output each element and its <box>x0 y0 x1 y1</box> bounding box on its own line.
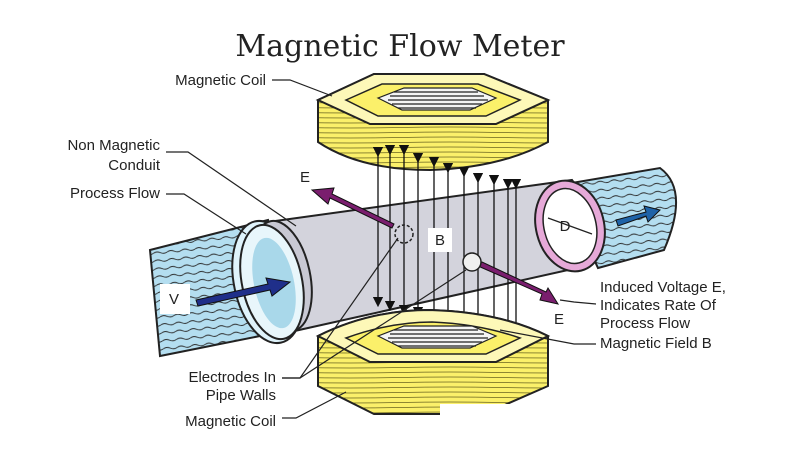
pipe-diameter-ring: D <box>534 179 606 273</box>
process-flow-label: Process Flow <box>70 185 160 202</box>
coil-top-label: Magnetic Coil <box>175 72 266 89</box>
top-magnetic-coil <box>315 73 551 172</box>
e-label-bottom: E <box>554 311 564 328</box>
electrode-lower <box>462 252 482 272</box>
induced-voltage-line3: Process Flow <box>600 315 690 332</box>
electrodes-label-line2: Pipe Walls <box>206 387 276 404</box>
coil-bottom-label: Magnetic Coil <box>185 413 276 430</box>
induced-voltage-arrow-lower <box>477 261 560 305</box>
electrodes-label-line1: Electrodes In <box>188 369 276 386</box>
bottom-magnetic-coil <box>315 308 551 415</box>
diagram-title: Magnetic Flow Meter <box>235 29 565 64</box>
diameter-label: D <box>560 218 571 235</box>
conduit-label-line1: Non Magnetic <box>67 137 160 154</box>
induced-voltage-line2: Indicates Rate Of <box>600 297 717 314</box>
flow-arrow-right <box>615 205 661 227</box>
diameter-line <box>547 217 593 235</box>
conduit-label-line2: Conduit <box>108 157 161 174</box>
leader-lines <box>166 79 597 419</box>
induced-voltage-line1: Induced Voltage E, <box>600 279 726 296</box>
top-coil-core <box>376 87 498 111</box>
bottom-coil-core <box>376 325 498 349</box>
velocity-label: V <box>169 291 179 308</box>
induced-voltage-arrow-upper <box>310 187 395 229</box>
flow-arrow-left <box>195 277 292 307</box>
field-b-label: B <box>435 232 445 249</box>
bottom-mask <box>440 404 570 450</box>
magnetic-field-label: Magnetic Field B <box>600 335 712 352</box>
velocity-label-box <box>160 284 190 314</box>
electrode-upper <box>394 224 414 244</box>
field-label-box <box>428 228 452 252</box>
e-label-top: E <box>300 169 310 186</box>
